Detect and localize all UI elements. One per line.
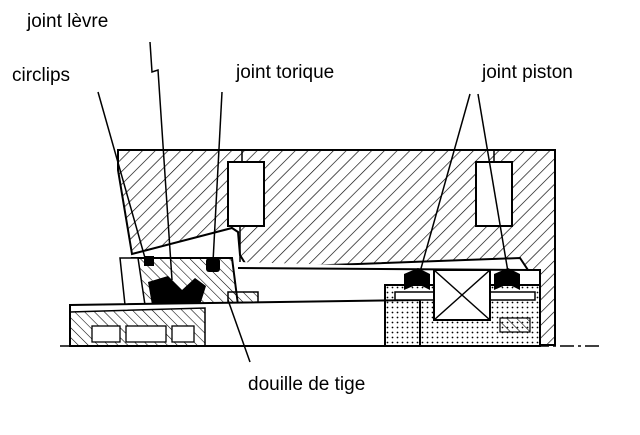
leader-douille [227, 299, 251, 363]
oil-port-right [475, 150, 513, 227]
o-ring [206, 258, 220, 272]
leader-circlips [97, 91, 148, 266]
piston-rod [69, 298, 421, 347]
label-joint-piston: joint piston [482, 62, 573, 83]
label-joint-levre: joint lèvre [27, 11, 109, 32]
oil-port-left [227, 150, 265, 262]
label-joint-torique: joint torique [236, 62, 335, 83]
leader-joint-levre [149, 41, 173, 281]
label-douille-de-tige: douille de tige [248, 374, 366, 395]
leader-joint-torique [212, 91, 223, 263]
piston-assembly [384, 268, 541, 347]
lip-seal [144, 256, 206, 305]
leader-lines [97, 41, 509, 363]
label-circlips: circlips [12, 65, 71, 86]
leader-joint-piston-b [477, 93, 509, 273]
leader-joint-piston-a [419, 93, 471, 273]
